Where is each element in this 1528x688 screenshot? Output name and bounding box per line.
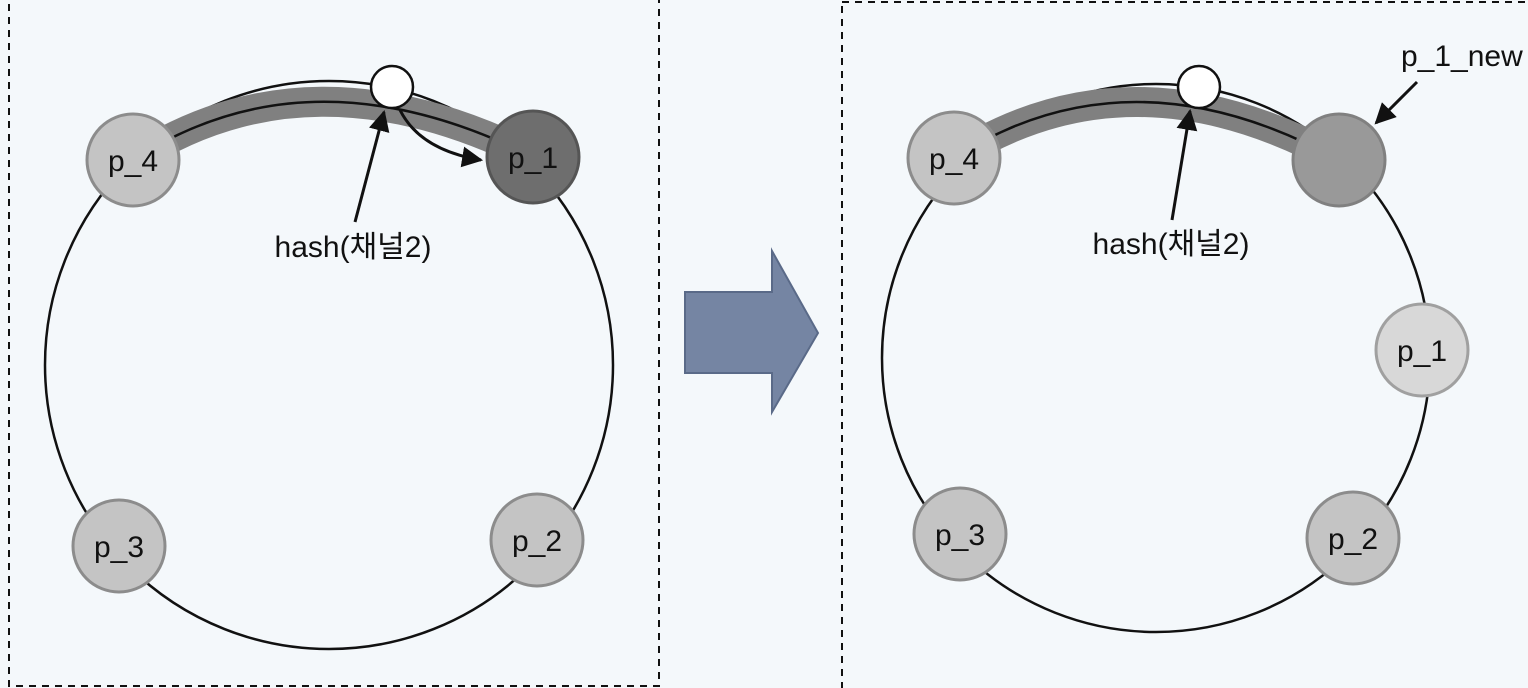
- node-label: p_4: [108, 145, 158, 178]
- node-p2: p_2: [489, 492, 585, 588]
- new-node-callout: p_1_new: [1401, 40, 1523, 73]
- node-label: p_1: [1397, 335, 1447, 368]
- hash-label-pointer-arrow: [1170, 108, 1198, 221]
- highlighted-arc-ring-line: [132, 100, 534, 162]
- after-panel-border: [841, 1, 1528, 688]
- node-p1: p_1: [1374, 302, 1470, 398]
- node-p2: p_2: [1305, 490, 1401, 586]
- hash-label: hash(채널2): [275, 231, 432, 264]
- node-p3: p_3: [912, 486, 1008, 582]
- node-p3: p_3: [71, 498, 167, 594]
- after-panel: hash(채널2) p_1_new p_4 p_1 p_3 p_2: [841, 1, 1528, 688]
- node-label: p_3: [94, 531, 144, 564]
- node-label: p_3: [935, 519, 985, 552]
- node-p1-new: [1291, 112, 1387, 208]
- node-label: p_1: [508, 142, 558, 175]
- highlighted-arc-ring-line: [953, 100, 1340, 162]
- hash-to-node-curved-arrow: [398, 109, 484, 168]
- before-panel-border: [8, 0, 660, 687]
- hash-ring: [43, 79, 615, 651]
- node-p1: p_1: [485, 109, 581, 205]
- hash-label-pointer-arrow: [353, 109, 390, 223]
- node-p4: p_4: [85, 112, 181, 208]
- node-label: p_2: [1328, 523, 1378, 556]
- right-arrow-icon: [684, 247, 820, 416]
- hash-point-marker: [1176, 64, 1222, 110]
- hash-point-marker: [369, 64, 415, 110]
- new-node-callout-arrow: [1374, 80, 1419, 125]
- node-p4: p_4: [906, 110, 1002, 206]
- node-label: p_4: [929, 143, 979, 176]
- node-label: p_2: [512, 525, 562, 558]
- before-panel: hash(채널2) p_4 p_1 p_3 p_2: [8, 0, 660, 687]
- hash-label: hash(채널2): [1093, 228, 1250, 261]
